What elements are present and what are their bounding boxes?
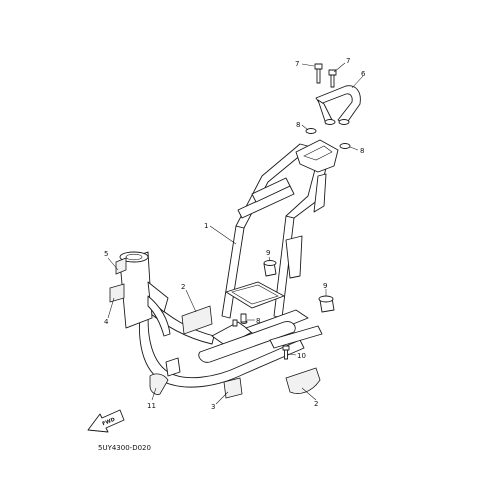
callout-9-upper: 9 bbox=[266, 249, 270, 257]
callout-7-left: 7 bbox=[295, 60, 299, 68]
front-arrow-icon: FWD bbox=[87, 409, 125, 433]
washers bbox=[240, 128, 351, 325]
callout-2-upper: 2 bbox=[181, 283, 185, 291]
head-pipe-labels bbox=[109, 257, 127, 303]
callout-4: 4 bbox=[104, 318, 109, 326]
callout-5: 5 bbox=[104, 250, 108, 258]
callout-2-lower: 2 bbox=[314, 400, 318, 408]
small-fasteners bbox=[232, 313, 247, 327]
callout-7-right: 7 bbox=[346, 57, 350, 65]
callout-10: 10 bbox=[297, 352, 306, 360]
bolt-lower bbox=[282, 345, 290, 360]
bolts-upper bbox=[314, 63, 337, 88]
callout-8-left: 8 bbox=[296, 121, 300, 129]
callout-8-frame: 8 bbox=[256, 317, 260, 325]
callout-9-right: 9 bbox=[323, 282, 327, 290]
callout-3: 3 bbox=[211, 403, 215, 411]
callout-6: 6 bbox=[361, 70, 366, 78]
callouts: 1 2 2 3 4 5 6 7 7 8 8 8 9 9 10 11 bbox=[104, 57, 366, 411]
front-arrow-label: FWD bbox=[102, 417, 116, 427]
leader-lines bbox=[107, 62, 364, 405]
frame-pads bbox=[149, 305, 321, 399]
callout-1: 1 bbox=[204, 222, 208, 230]
callout-11: 11 bbox=[147, 402, 156, 410]
grab-bar bbox=[315, 85, 361, 125]
main-frame bbox=[119, 139, 339, 388]
diagram-code: 5UY4300-D020 bbox=[98, 444, 151, 452]
callout-8-right: 8 bbox=[360, 147, 364, 155]
